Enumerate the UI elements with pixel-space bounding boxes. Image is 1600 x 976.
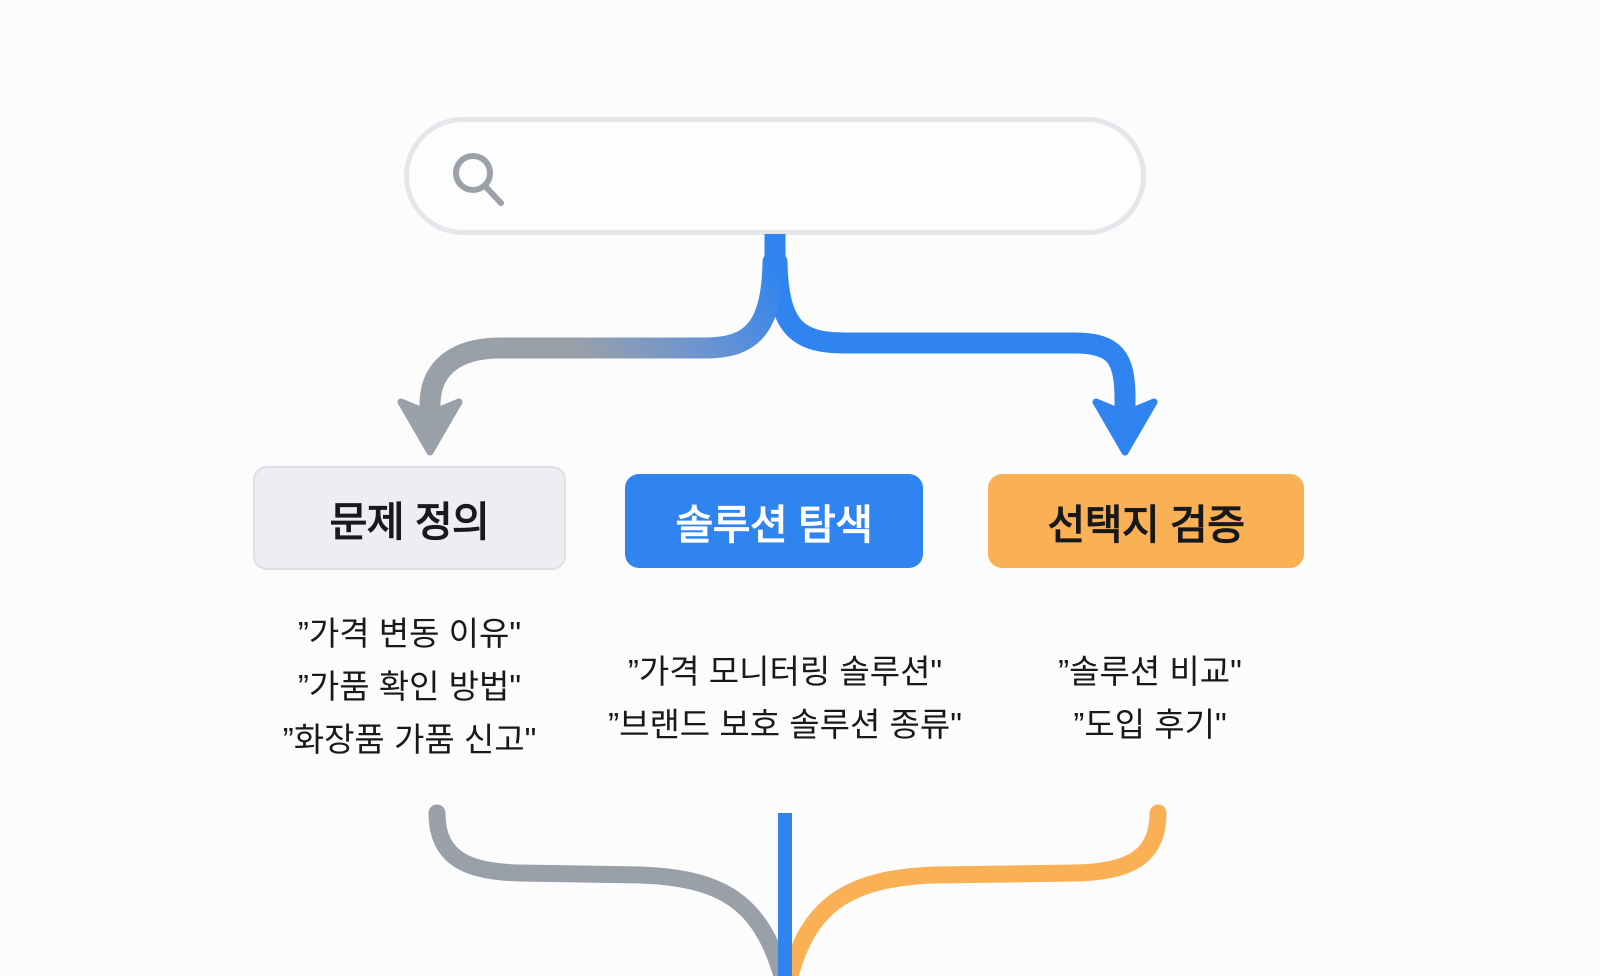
query-item: ”가격 변동 이유"	[297, 615, 522, 652]
stage-label: 문제 정의	[329, 499, 490, 545]
connector-top-right-arrow	[766, 251, 1158, 456]
stage-box-problem-definition[interactable]: 문제 정의	[253, 466, 566, 570]
connector-bottom-right	[781, 804, 1167, 976]
search-bar[interactable]	[404, 117, 1146, 235]
query-item: ”가격 모니터링 솔루션"	[627, 653, 943, 690]
query-list-solution-exploration: ”가격 모니터링 솔루션" ”브랜드 보호 솔루션 종류"	[575, 645, 995, 751]
query-item: ”가품 확인 방법"	[297, 668, 522, 705]
stage-box-solution-exploration[interactable]: 솔루션 탐색	[625, 474, 923, 568]
query-item: ”도입 후기"	[1073, 706, 1227, 743]
query-list-option-validation: ”솔루션 비교" ”도입 후기"	[1000, 645, 1300, 751]
stage-label: 선택지 검증	[1047, 502, 1246, 548]
query-item: ”화장품 가품 신고"	[282, 721, 537, 758]
query-item: ”솔루션 비교"	[1058, 653, 1242, 690]
stage-label: 솔루션 탐색	[675, 502, 874, 548]
connector-top-left-arrow	[397, 251, 784, 456]
connector-bottom-left	[428, 804, 791, 976]
stage-box-option-validation[interactable]: 선택지 검증	[988, 474, 1304, 568]
search-input[interactable]	[527, 148, 1101, 212]
query-list-problem-definition: ”가격 변동 이유" ”가품 확인 방법" ”화장품 가품 신고"	[253, 607, 566, 766]
query-item: ”브랜드 보호 솔루션 종류"	[608, 706, 962, 743]
search-icon	[447, 148, 511, 212]
